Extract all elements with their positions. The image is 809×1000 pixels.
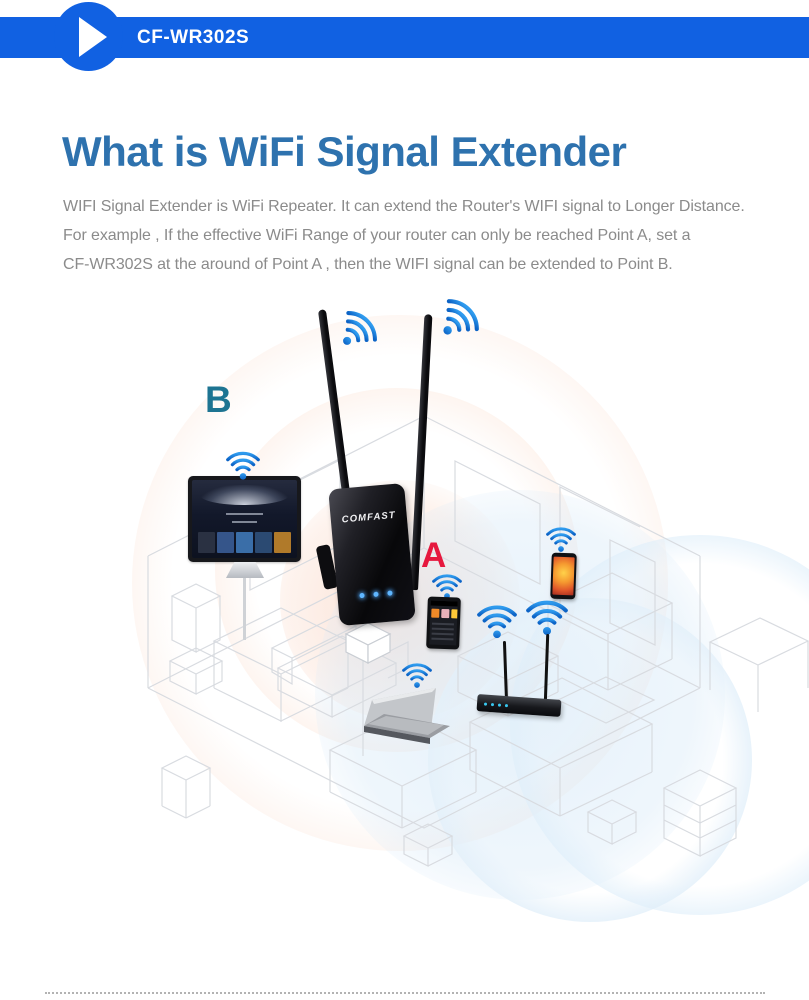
tv-thumbnails xyxy=(198,532,291,553)
tv-monitor xyxy=(188,476,301,562)
intro-line-1: WIFI Signal Extender is WiFi Repeater. I… xyxy=(63,198,745,215)
extender-status-leds xyxy=(337,589,413,601)
wifi-extender-device: COMFAST xyxy=(328,482,416,627)
play-icon xyxy=(79,17,107,57)
point-b-label: B xyxy=(205,379,232,420)
article-intro: WIFI Signal Extender is WiFi Repeater. I… xyxy=(63,192,763,279)
smartphone xyxy=(550,552,577,600)
monitor-stand xyxy=(226,562,264,578)
tv-screen-text xyxy=(225,512,264,515)
model-title: CF-WR302S xyxy=(137,27,250,48)
laptop xyxy=(364,688,450,744)
wifi-icon xyxy=(226,448,260,482)
smartphone-screen xyxy=(552,556,575,596)
intro-line-3: CF-WR302S at the around of Point A , the… xyxy=(63,256,673,273)
tv-screen xyxy=(192,480,297,558)
monitor-pole xyxy=(243,578,246,640)
bottom-divider xyxy=(45,992,765,994)
smartphone-app-screen xyxy=(429,600,458,646)
header-badge xyxy=(54,2,123,71)
wifi-icon xyxy=(477,601,517,641)
intro-line-2: For example , If the effective WiFi Rang… xyxy=(63,227,691,244)
tv-screen-art xyxy=(200,484,289,505)
article-title: What is WiFi Signal Extender xyxy=(62,128,627,175)
router-status-leds xyxy=(483,702,509,708)
header-bar: CF-WR302S xyxy=(0,17,809,58)
point-a-label: A xyxy=(421,536,447,575)
brand-logo: COMFAST xyxy=(341,509,397,526)
wifi-icon xyxy=(526,596,568,638)
tv-screen-text xyxy=(231,520,258,523)
wifi-icon xyxy=(546,524,576,554)
smartphone-app xyxy=(426,596,461,650)
